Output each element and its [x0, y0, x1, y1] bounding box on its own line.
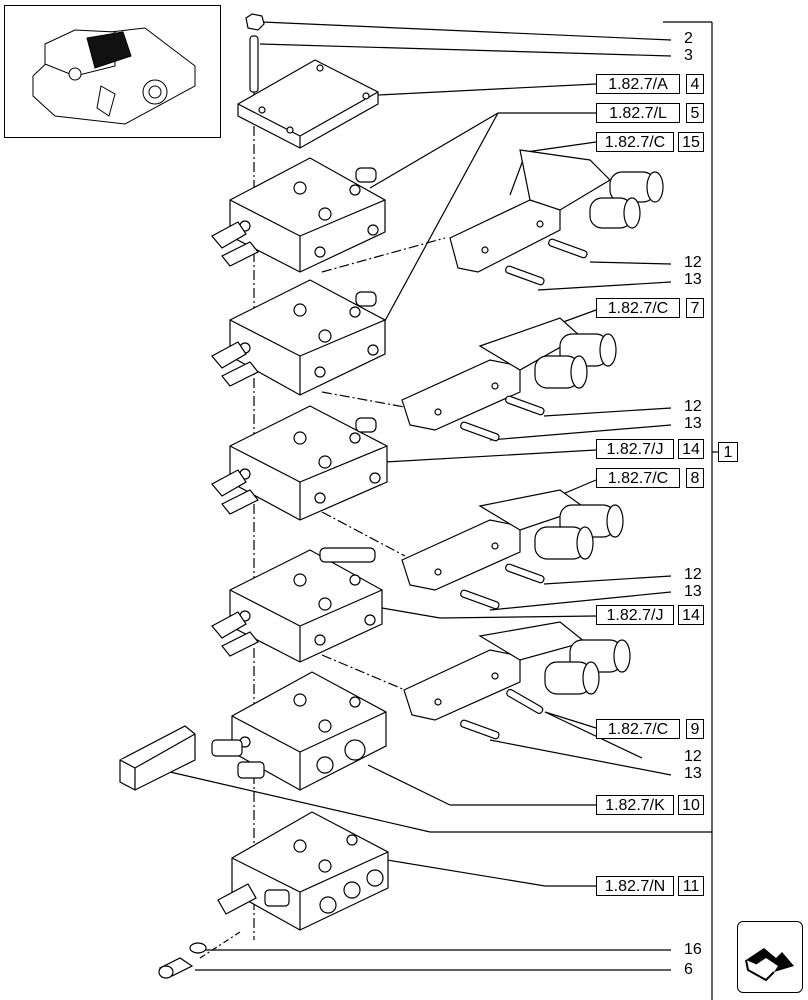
callout-12: 12 — [684, 566, 702, 583]
callout-3: 3 — [684, 47, 693, 64]
callout-12: 12 — [684, 254, 702, 271]
manifold-3 — [401, 489, 624, 610]
qty-box-15: 15 — [678, 132, 704, 152]
ref-box-4[interactable]: 1.82.7/A — [596, 74, 680, 94]
qty-box-8: 8 — [686, 468, 704, 488]
ref-box-7[interactable]: 1.82.7/C — [596, 298, 680, 318]
callout-13: 13 — [684, 415, 702, 432]
qty-box-5: 5 — [686, 103, 704, 123]
ref-box-15[interactable]: 1.82.7/C — [596, 132, 674, 152]
ref-box-14a[interactable]: 1.82.7/J — [596, 439, 674, 459]
callout-13: 13 — [684, 271, 702, 288]
callout-6: 6 — [684, 961, 693, 978]
qty-box-14a: 14 — [678, 439, 704, 459]
manifold-4 — [403, 621, 631, 740]
manifold-1 — [449, 149, 664, 286]
valve-block-2 — [211, 279, 386, 396]
valve-assembly-thumbnail — [4, 5, 221, 138]
ref-box-5[interactable]: 1.82.7/L — [596, 103, 680, 123]
valve-block-6 — [217, 811, 389, 931]
qty-box-4: 4 — [686, 74, 704, 94]
callout-12: 12 — [684, 398, 702, 415]
valve-block-4 — [211, 547, 383, 663]
valve-block-1 — [211, 157, 386, 273]
next-page-button[interactable] — [737, 921, 803, 993]
valve-block-3 — [211, 405, 388, 521]
callout-2: 2 — [684, 30, 693, 47]
next-page-arrow-icon — [745, 948, 794, 982]
qty-box-11: 11 — [678, 876, 704, 896]
valve-block-5 — [211, 671, 387, 791]
qty-box-14b: 14 — [678, 605, 704, 625]
ref-box-11[interactable]: 1.82.7/N — [596, 876, 674, 896]
ref-box-14b[interactable]: 1.82.7/J — [596, 605, 674, 625]
callout-12: 12 — [684, 748, 702, 765]
qty-box-10: 10 — [678, 795, 704, 815]
ref-box-9[interactable]: 1.82.7/C — [596, 719, 680, 739]
qty-box-7: 7 — [686, 298, 704, 318]
callout-16: 16 — [684, 941, 702, 958]
qty-box-9: 9 — [686, 719, 704, 739]
valve-assembly-thumbnail-icon — [32, 27, 196, 125]
ref-box-10[interactable]: 1.82.7/K — [596, 795, 674, 815]
assembly-number-box: 1 — [718, 442, 738, 462]
manifold-2 — [401, 317, 617, 442]
callout-13: 13 — [684, 765, 702, 782]
callout-13: 13 — [684, 583, 702, 600]
ref-box-8[interactable]: 1.82.7/C — [596, 468, 680, 488]
